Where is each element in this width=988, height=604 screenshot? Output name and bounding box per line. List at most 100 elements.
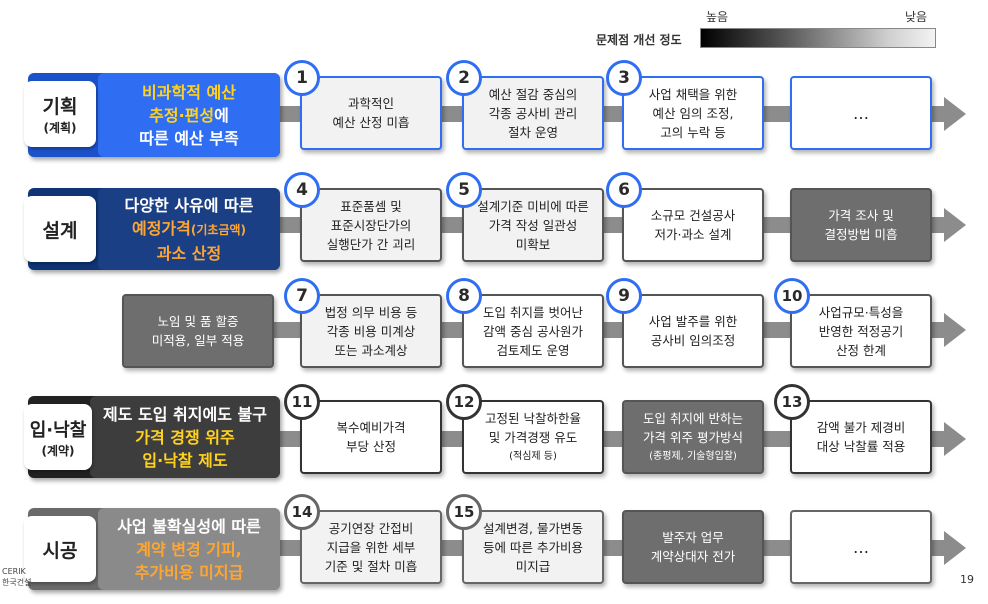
category-bidding-tag: 입·낙찰 (계약)	[24, 404, 92, 470]
planning-issue-line1: 비과학적 예산	[142, 82, 236, 102]
issue-number-15: 15	[446, 494, 482, 530]
issue-number-12: 12	[446, 384, 482, 420]
planning-issue-line2: 추정·편성에	[149, 105, 229, 125]
issue-box-6-text: 소규모 건설공사 저가·과소 설계	[650, 208, 736, 242]
issue-box-ellipsis-row5-text: …	[853, 537, 869, 557]
bidding-issue-line2: 가격 경쟁 위주	[135, 427, 235, 447]
bidding-tag-label: 입·낙찰	[29, 419, 87, 441]
bidding-issue-line3: 입·낙찰 제도	[142, 450, 228, 470]
issue-box-price-survey: 가격 조사 및 결정방법 미흡	[790, 188, 932, 262]
design-issue-line3: 과소 산정	[156, 243, 222, 263]
category-construction: 사업 불확실성에 따른 계약 변경 기피, 추가비용 미지급 시공	[24, 508, 280, 590]
category-planning: 비과학적 예산 추정·편성에 따른 예산 부족 기획 (계획)	[24, 73, 280, 157]
issue-number-7: 7	[284, 278, 320, 314]
category-construction-tag: 시공	[24, 516, 96, 582]
category-construction-issue: 사업 불확실성에 따른 계약 변경 기피, 추가비용 미지급	[98, 508, 280, 590]
issue-number-1: 1	[284, 60, 320, 96]
issue-box-4-text: 표준품셈 및 표준시장단가의 실행단가 간 괴리	[326, 198, 416, 252]
issue-box-ellipsis-row1: …	[790, 76, 932, 150]
issue-number-8: 8	[446, 278, 482, 314]
category-design-tag: 설계	[24, 196, 96, 262]
issue-number-13: 13	[774, 384, 810, 420]
construction-tag-label: 시공	[42, 539, 78, 562]
issue-number-6: 6	[606, 172, 642, 208]
row3-arrow	[944, 313, 966, 347]
issue-box-8: 도입 취지를 벗어난 감액 중심 공사원가 검토제도 운영	[462, 294, 604, 368]
construction-issue-line3: 추가비용 미지급	[134, 562, 244, 582]
row2-arrow	[944, 208, 966, 242]
footer-logo: CERIK 한국건설	[2, 567, 32, 587]
issue-box-1: 과학적인 예산 산정 미흡	[300, 76, 442, 150]
issue-box-6: 소규모 건설공사 저가·과소 설계	[622, 188, 764, 262]
design-issue-line2: 예정가격(기초금액)	[131, 218, 247, 238]
planning-tag-sub: (계획)	[43, 121, 77, 135]
issue-box-15: 설계변경, 물가변동 등에 따른 추가비용 미지급	[462, 510, 604, 584]
issue-box-10-text: 사업규모·특성을 반영한 적정공기 산정 한계	[818, 304, 904, 358]
issue-number-10: 10	[774, 278, 810, 314]
issue-box-8-text: 도입 취지를 벗어난 감액 중심 공사원가 검토제도 운영	[483, 304, 583, 358]
issue-box-wage-text: 노임 및 품 할증 미적용, 일부 적용	[151, 314, 245, 348]
issue-box-7-text: 법정 의무 비용 등 각종 비용 미계상 또는 과소계상	[324, 304, 418, 358]
issue-number-11: 11	[284, 384, 320, 420]
issue-box-1-text: 과학적인 예산 산정 미흡	[332, 96, 410, 130]
issue-box-14: 공기연장 간접비 지급을 위한 세부 기준 및 절차 미흡	[300, 510, 442, 584]
issue-box-owner-transfer: 발주자 업무 계약상대자 전가	[622, 510, 764, 584]
issue-box-5: 설계기준 미비에 따른 가격 작성 일관성 미확보	[462, 188, 604, 262]
planning-issue-line3: 따른 예산 부족	[139, 128, 239, 148]
issue-box-3-text: 사업 채택을 위한 예산 임의 조정, 고의 누락 등	[648, 86, 738, 140]
issue-number-5: 5	[446, 172, 482, 208]
issue-box-15-text: 설계변경, 물가변동 등에 따른 추가비용 미지급	[483, 520, 583, 574]
legend-gradient-bar	[700, 28, 936, 48]
issue-box-2: 예산 절감 중심의 각종 공사비 관리 절차 운영	[462, 76, 604, 150]
category-bidding-issue: 제도 도입 취지에도 불구 가격 경쟁 위주 입·낙찰 제도	[90, 396, 280, 478]
issue-box-13-text: 감액 불가 제경비 대상 낙찰률 적용	[816, 420, 906, 454]
issue-box-owner-transfer-text: 발주자 업무 계약상대자 전가	[650, 530, 736, 564]
issue-box-12-note: (적심제 등)	[509, 450, 557, 462]
category-planning-tag: 기획 (계획)	[24, 81, 96, 147]
issue-box-11: 복수예비가격 부당 산정	[300, 400, 442, 474]
issue-box-13: 감액 불가 제경비 대상 낙찰률 적용	[790, 400, 932, 474]
bidding-issue-line1: 제도 도입 취지에도 불구	[103, 404, 267, 424]
issue-box-2-text: 예산 절감 중심의 각종 공사비 관리 절차 운영	[488, 86, 578, 140]
issue-box-12: 고정된 낙찰하한율 및 가격경쟁 유도 (적심제 등)	[462, 400, 604, 474]
issue-box-9-text: 사업 발주를 위한 공사비 임의조정	[648, 314, 738, 348]
category-planning-issue: 비과학적 예산 추정·편성에 따른 예산 부족	[98, 73, 280, 157]
legend-low-label: 낮음	[905, 10, 928, 24]
page-number: 19	[960, 573, 974, 586]
issue-box-10: 사업규모·특성을 반영한 적정공기 산정 한계	[790, 294, 932, 368]
issue-box-ellipsis-row5: …	[790, 510, 932, 584]
construction-issue-line1: 사업 불확실성에 따른	[117, 516, 261, 536]
legend-high-label: 높음	[706, 10, 729, 24]
issue-box-9: 사업 발주를 위한 공사비 임의조정	[622, 294, 764, 368]
issue-number-14: 14	[284, 494, 320, 530]
issue-box-price-evaluation: 도입 취지에 반하는 가격 위주 평가방식 (종평제, 기술형입찰)	[622, 400, 764, 474]
issue-box-ellipsis-row1-text: …	[853, 103, 869, 123]
issue-box-wage: 노임 및 품 할증 미적용, 일부 적용	[122, 294, 274, 368]
issue-box-price-evaluation-text: 도입 취지에 반하는 가격 위주 평가방식	[643, 410, 743, 445]
issue-box-3: 사업 채택을 위한 예산 임의 조정, 고의 누락 등	[622, 76, 764, 150]
issue-number-3: 3	[606, 60, 642, 96]
issue-box-11-text: 복수예비가격 부당 산정	[336, 420, 406, 454]
issue-number-9: 9	[606, 278, 642, 314]
category-bidding: 제도 도입 취지에도 불구 가격 경쟁 위주 입·낙찰 제도 입·낙찰 (계약)	[24, 396, 280, 478]
construction-issue-line2: 계약 변경 기피,	[136, 539, 242, 559]
issue-box-4: 표준품셈 및 표준시장단가의 실행단가 간 괴리	[300, 188, 442, 262]
category-design: 다양한 사유에 따른 예정가격(기초금액) 과소 산정 설계	[24, 188, 280, 270]
bidding-tag-sub: (계약)	[41, 443, 75, 458]
issue-box-5-text: 설계기준 미비에 따른 가격 작성 일관성 미확보	[477, 198, 589, 252]
issue-box-14-text: 공기연장 간접비 지급을 위한 세부 기준 및 절차 미흡	[324, 520, 418, 574]
category-design-issue: 다양한 사유에 따른 예정가격(기초금액) 과소 산정	[98, 188, 280, 270]
row1-arrow	[944, 97, 966, 131]
issue-box-price-evaluation-note: (종평제, 기술형입찰)	[649, 450, 737, 462]
issue-number-2: 2	[446, 60, 482, 96]
issue-box-price-survey-text: 가격 조사 및 결정방법 미흡	[824, 208, 898, 242]
issue-box-12-text: 고정된 낙찰하한율 및 가격경쟁 유도	[485, 410, 581, 445]
design-issue-line1: 다양한 사유에 따른	[124, 195, 254, 215]
legend-title: 문제점 개선 정도	[596, 33, 682, 47]
issue-number-4: 4	[284, 172, 320, 208]
row5-arrow	[944, 531, 966, 565]
design-tag-label: 설계	[42, 219, 78, 242]
planning-tag-label: 기획	[42, 96, 78, 118]
issue-box-7: 법정 의무 비용 등 각종 비용 미계상 또는 과소계상	[300, 294, 442, 368]
row4-arrow	[944, 422, 966, 456]
